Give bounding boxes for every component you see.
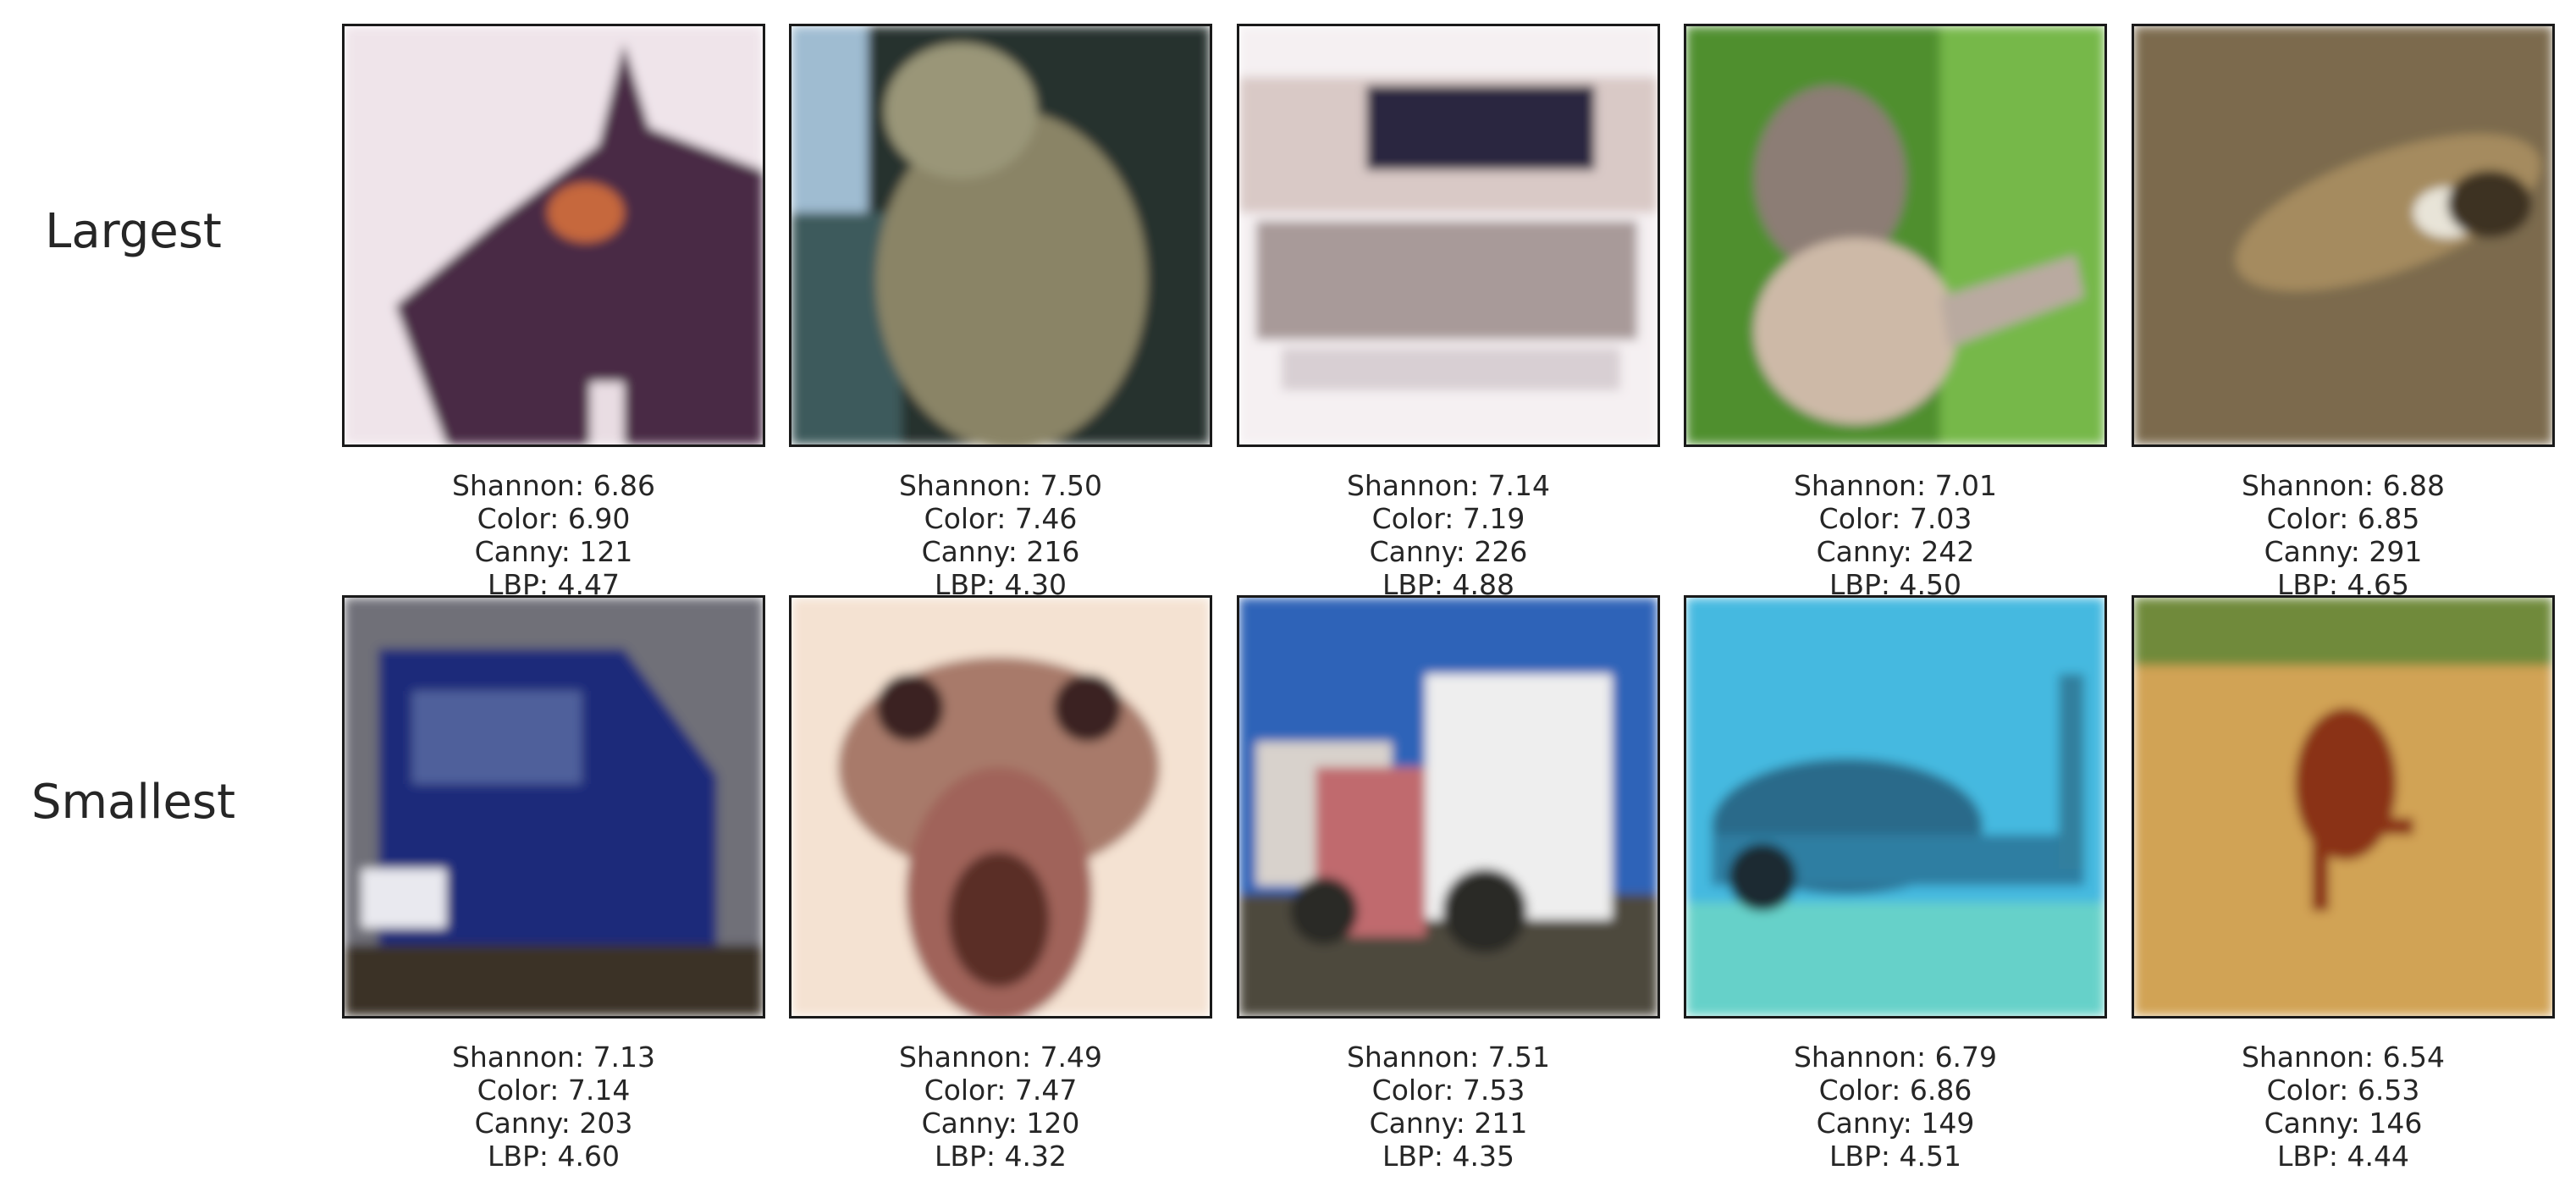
shannon-value: Shannon: 7.49 (898, 1041, 1103, 1074)
entropy-caption: Shannon: 6.88 Color: 6.85 Canny: 291 LBP… (2132, 469, 2555, 601)
thumbnail-image (1237, 24, 1660, 447)
image-cell: Shannon: 6.79 Color: 6.86 Canny: 149 LBP… (1684, 595, 2107, 1173)
canny-value: Canny: 149 (1816, 1107, 1975, 1140)
canny-value: Canny: 291 (2264, 535, 2423, 568)
canny-value: Canny: 203 (474, 1107, 633, 1140)
canny-value: Canny: 226 (1369, 535, 1528, 568)
truck-image (345, 598, 763, 1016)
lbp-value: LBP: 4.51 (1829, 1140, 1961, 1173)
shannon-value: Shannon: 6.54 (2241, 1041, 2446, 1074)
vehicle-image (1239, 26, 1658, 444)
shannon-value: Shannon: 7.14 (1346, 469, 1551, 502)
color-value: Color: 7.03 (1818, 502, 1972, 535)
entropy-caption: Shannon: 6.54 Color: 6.53 Canny: 146 LBP… (2132, 1041, 2555, 1173)
canny-value: Canny: 242 (1816, 535, 1975, 568)
entropy-caption: Shannon: 7.50 Color: 7.46 Canny: 216 LBP… (789, 469, 1212, 601)
lbp-value: LBP: 4.32 (934, 1140, 1067, 1173)
image-cell: Shannon: 6.54 Color: 6.53 Canny: 146 LBP… (2132, 595, 2555, 1173)
thumbnail-image (1684, 24, 2107, 447)
bird-image (345, 26, 763, 444)
color-value: Color: 7.53 (1371, 1074, 1525, 1107)
shannon-value: Shannon: 6.88 (2241, 469, 2446, 502)
thumbnail-image (2132, 24, 2555, 447)
shannon-value: Shannon: 6.86 (451, 469, 656, 502)
canny-value: Canny: 121 (474, 535, 633, 568)
color-value: Color: 6.90 (477, 502, 631, 535)
entropy-caption: Shannon: 7.49 Color: 7.47 Canny: 120 LBP… (789, 1041, 1212, 1173)
color-value: Color: 6.85 (2266, 502, 2420, 535)
ostrich-image (792, 598, 1210, 1016)
lbp-value: LBP: 4.44 (2276, 1140, 2409, 1173)
image-cell: Shannon: 6.88 Color: 6.85 Canny: 291 LBP… (2132, 24, 2555, 601)
image-cell: Shannon: 6.86 Color: 6.90 Canny: 121 LBP… (342, 24, 765, 601)
entropy-caption: Shannon: 6.86 Color: 6.90 Canny: 121 LBP… (342, 469, 765, 601)
thumbnail-image (789, 24, 1212, 447)
shannon-value: Shannon: 7.51 (1346, 1041, 1551, 1074)
image-cell: Shannon: 7.01 Color: 7.03 Canny: 242 LBP… (1684, 24, 2107, 601)
shannon-value: Shannon: 7.01 (1793, 469, 1998, 502)
shannon-value: Shannon: 7.13 (451, 1041, 656, 1074)
deer-image (2134, 598, 2552, 1016)
thumbnail-image (2132, 595, 2555, 1019)
lbp-value: LBP: 4.60 (487, 1140, 620, 1173)
shannon-value: Shannon: 7.50 (898, 469, 1103, 502)
color-value: Color: 6.53 (2266, 1074, 2420, 1107)
thumbnail-image (342, 595, 765, 1019)
entropy-caption: Shannon: 6.79 Color: 6.86 Canny: 149 LBP… (1684, 1041, 2107, 1173)
thumbnail-image (1684, 595, 2107, 1019)
color-value: Color: 7.14 (477, 1074, 631, 1107)
image-cell: Shannon: 7.49 Color: 7.47 Canny: 120 LBP… (789, 595, 1212, 1173)
shannon-value: Shannon: 6.79 (1793, 1041, 1998, 1074)
image-cell: Shannon: 7.14 Color: 7.19 Canny: 226 LBP… (1237, 24, 1660, 601)
frog-image (2134, 26, 2552, 444)
canny-value: Canny: 216 (921, 535, 1080, 568)
car-image (1686, 598, 2104, 1016)
entropy-caption: Shannon: 7.13 Color: 7.14 Canny: 203 LBP… (342, 1041, 765, 1173)
canny-value: Canny: 120 (921, 1107, 1080, 1140)
thumbnail-image (789, 595, 1212, 1019)
image-cell: Shannon: 7.13 Color: 7.14 Canny: 203 LBP… (342, 595, 765, 1173)
color-value: Color: 7.19 (1371, 502, 1525, 535)
dog-image (1686, 26, 2104, 444)
color-value: Color: 7.47 (924, 1074, 1078, 1107)
entropy-caption: Shannon: 7.14 Color: 7.19 Canny: 226 LBP… (1237, 469, 1660, 601)
entropy-caption: Shannon: 7.01 Color: 7.03 Canny: 242 LBP… (1684, 469, 2107, 601)
cat-image (792, 26, 1210, 444)
row-label-smallest: Smallest (30, 775, 236, 830)
image-cell: Shannon: 7.50 Color: 7.46 Canny: 216 LBP… (789, 24, 1212, 601)
color-value: Color: 7.46 (924, 502, 1078, 535)
truck2-image (1239, 598, 1658, 1016)
thumbnail-image (1237, 595, 1660, 1019)
color-value: Color: 6.86 (1818, 1074, 1972, 1107)
row-label-largest: Largest (45, 204, 222, 259)
lbp-value: LBP: 4.35 (1382, 1140, 1514, 1173)
entropy-caption: Shannon: 7.51 Color: 7.53 Canny: 211 LBP… (1237, 1041, 1660, 1173)
thumbnail-image (342, 24, 765, 447)
canny-value: Canny: 146 (2264, 1107, 2423, 1140)
image-cell: Shannon: 7.51 Color: 7.53 Canny: 211 LBP… (1237, 595, 1660, 1173)
canny-value: Canny: 211 (1369, 1107, 1528, 1140)
